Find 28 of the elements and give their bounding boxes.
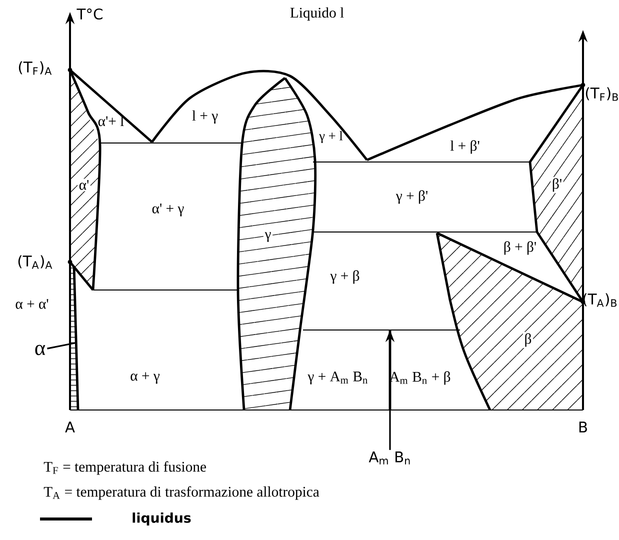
region-label: α + γ xyxy=(130,372,160,384)
region-label: β + β' xyxy=(504,241,536,255)
legend-note: T$_{A}$ = temperatura di trasformazione allotropica xyxy=(44,486,320,500)
axis-label: A xyxy=(65,422,75,432)
region-label: γ + β xyxy=(330,270,360,284)
phase-label: A$_{m}$ B$_{n}$ xyxy=(368,452,410,464)
region-label: γ + A$_{m}$ B$_{n}$ xyxy=(308,372,368,384)
temperature-label: (T$_{F}$)$_{B}$ xyxy=(586,87,618,101)
leader-line xyxy=(47,342,76,350)
phase-label: α xyxy=(35,344,46,356)
region-label: α' + γ xyxy=(152,204,184,216)
region-label: α' xyxy=(78,178,90,192)
axis-label: T°C xyxy=(76,8,102,20)
temperature-label: (T$_{F}$)$_{A}$ xyxy=(18,61,52,75)
region-label: γ + l xyxy=(319,130,343,144)
region-label: β' xyxy=(550,176,564,194)
region-label: l + γ xyxy=(192,110,218,124)
region-label: β xyxy=(522,332,534,348)
axis-label: B xyxy=(579,422,587,432)
region-label: γ xyxy=(263,230,273,244)
region-label: γ + β' xyxy=(396,190,428,204)
legend-note: T$_{F}$ = temperatura di fusione xyxy=(44,461,206,475)
region-label: α + α' xyxy=(16,299,48,309)
region-label: Liquido l xyxy=(290,7,344,21)
region-label: A$_{m}$ B$_{n}$ + β xyxy=(389,371,450,385)
temperature-label: (T$_{A}$)$_{A}$ xyxy=(18,255,52,269)
legend-text: liquidus xyxy=(132,512,191,526)
region-label: l + β' xyxy=(450,140,480,154)
